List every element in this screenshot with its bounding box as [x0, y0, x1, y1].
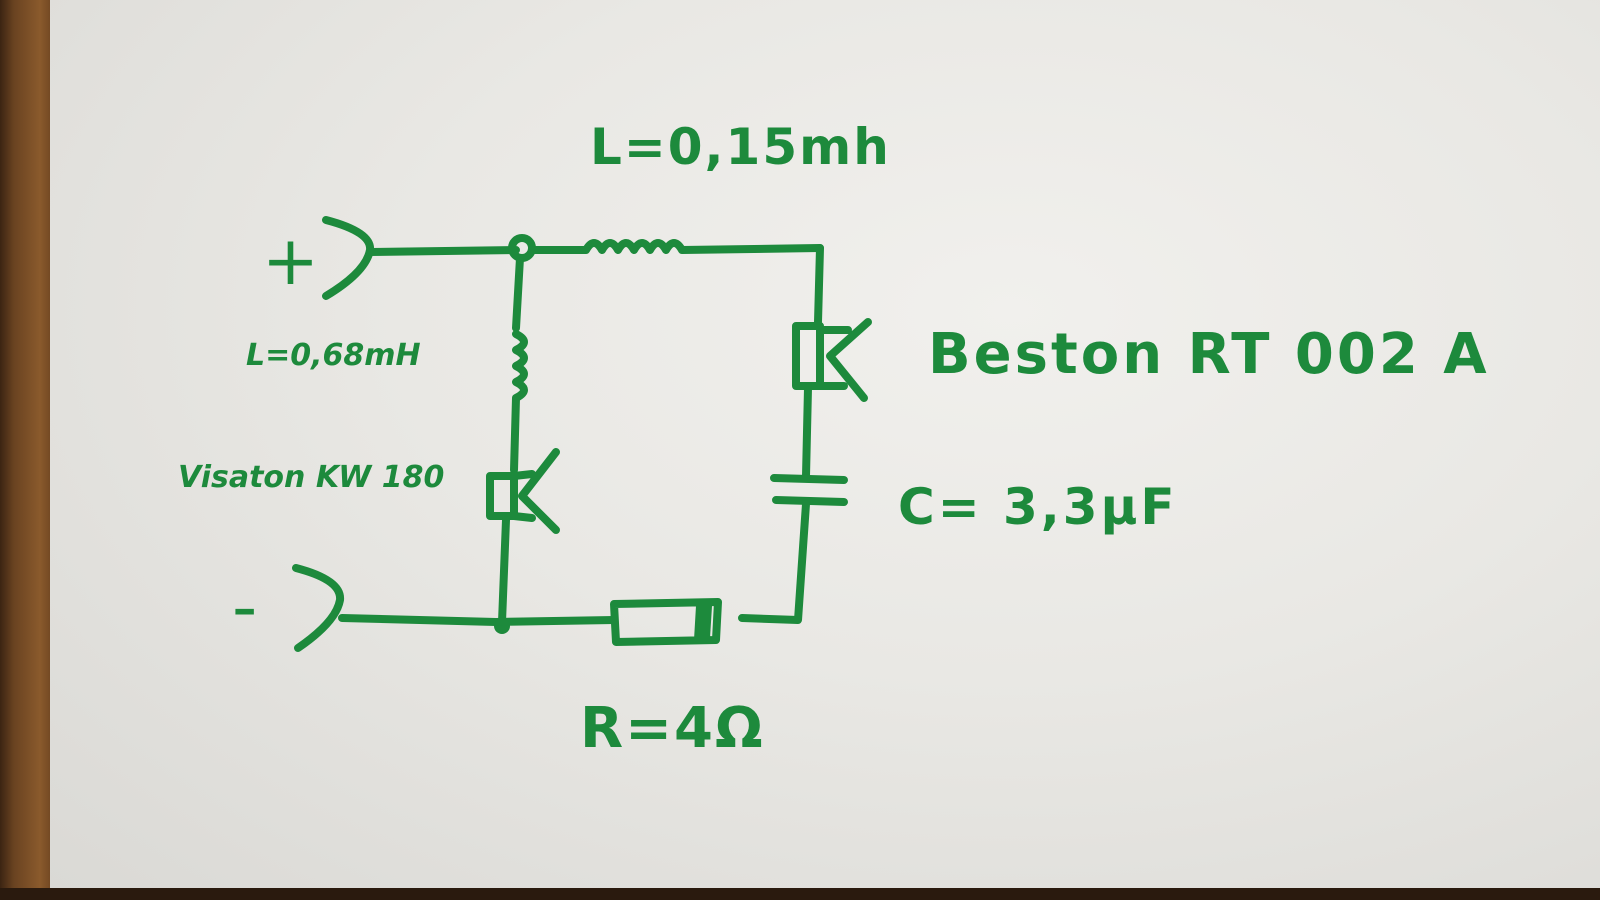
- resistor-symbol: [610, 598, 722, 646]
- wire-negative-to-resistor: [338, 614, 618, 626]
- positive-terminal-jack: [322, 216, 374, 300]
- table-edge: [0, 888, 1600, 900]
- shunt-inductor-label: L=0,68mH: [246, 338, 421, 373]
- paper-sheet: [50, 0, 1600, 888]
- wire-right-lower: [738, 500, 810, 624]
- wire-positive-to-node: [366, 246, 520, 256]
- positive-terminal-label: +: [262, 222, 319, 301]
- woofer-speaker-symbol: [486, 472, 518, 520]
- tweeter-cone: [816, 318, 872, 402]
- negative-terminal-label: -: [232, 566, 258, 648]
- resistor-label: R=4Ω: [580, 696, 765, 761]
- capacitor-symbol: [770, 474, 848, 506]
- negative-terminal-jack: [292, 564, 344, 652]
- woofer-cone: [510, 448, 560, 534]
- shunt-inductor-symbol: [510, 330, 528, 474]
- wire-right-upper: [814, 244, 824, 326]
- series-inductor-symbol: [528, 239, 824, 254]
- series-inductor-label: L=0,15mh: [590, 118, 891, 176]
- wire-left-upper: [512, 254, 524, 332]
- tweeter-speaker-symbol: [792, 322, 824, 390]
- wire-right-middle: [802, 384, 812, 480]
- capacitor-label: C= 3,3µF: [898, 478, 1178, 536]
- woofer-label: Visaton KW 180: [178, 460, 445, 495]
- tweeter-label: Beston RT 002 A: [928, 322, 1490, 387]
- wire-left-lower: [498, 516, 510, 626]
